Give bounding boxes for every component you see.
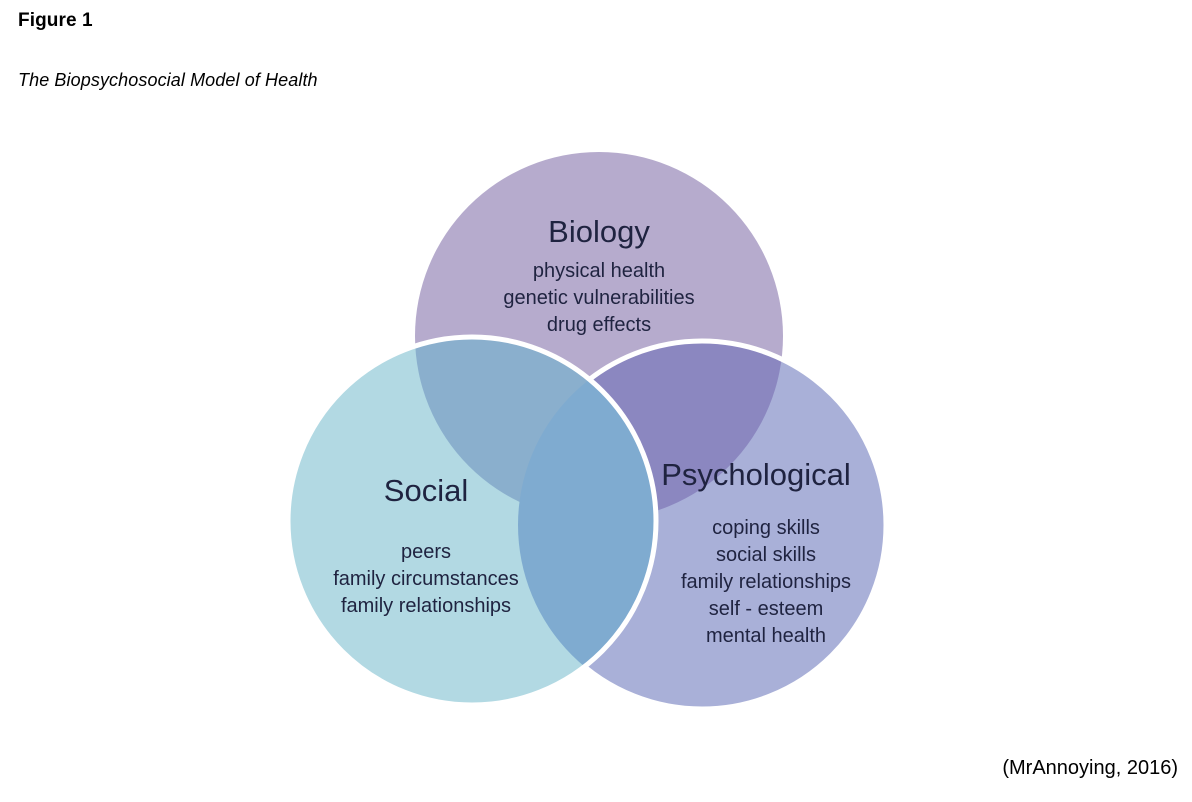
citation: (MrAnnoying, 2016) <box>1002 757 1178 779</box>
overlap-social-psychological <box>518 341 656 705</box>
label-psychological-title: Psychological <box>661 457 851 492</box>
label-psychological-item: social skills <box>716 544 816 566</box>
label-social-item: family circumstances <box>333 568 519 590</box>
venn-svg: Biology physical health genetic vulnerab… <box>285 152 889 712</box>
label-biology-title: Biology <box>548 214 650 249</box>
figure-caption: The Biopsychosocial Model of Health <box>18 70 318 90</box>
label-social-item: peers <box>401 541 451 563</box>
label-psychological-item: family relationships <box>681 571 851 593</box>
label-social-item: family relationships <box>341 595 511 617</box>
label-social-title: Social <box>384 473 468 508</box>
overlap-biology-social <box>415 337 656 520</box>
label-biology-item: physical health <box>533 260 665 282</box>
label-biology-item: genetic vulnerabilities <box>503 287 694 309</box>
label-psychological-item: coping skills <box>712 517 820 539</box>
circle-social-outline <box>285 334 659 708</box>
figure-label: Figure 1 <box>18 10 93 31</box>
label-biology-item: drug effects <box>547 314 651 336</box>
venn-diagram: Biology physical health genetic vulnerab… <box>0 110 1192 750</box>
label-psychological-item: self - esteem <box>709 598 823 620</box>
label-psychological-item: mental health <box>706 625 826 647</box>
